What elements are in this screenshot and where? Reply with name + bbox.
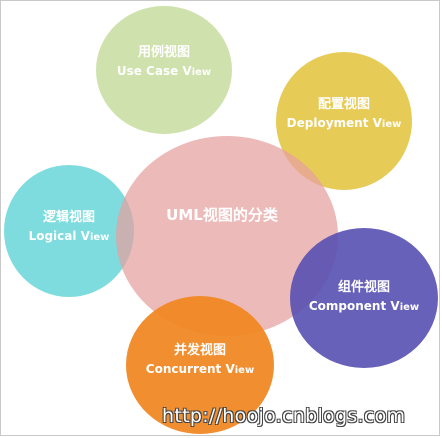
node-use-case-zh: 用例视图 [137,45,190,60]
node-component-en: Component View [308,299,420,313]
node-deployment-zh: 配置视图 [317,97,370,112]
center-title: UML视图的分类 [166,206,278,224]
node-concurrent-en: Concurrent View [145,362,255,376]
node-use-case-en: Use Case View [116,64,212,78]
watermark-text: http://hoojo.cnblogs.com [162,405,406,427]
node-logical-en: Logical View [28,229,110,243]
node-logical-zh: 逻辑视图 [42,210,95,225]
node-component-zh: 组件视图 [337,280,390,295]
node-component-view: 组件视图 Component View [290,228,438,368]
node-concurrent-zh: 并发视图 [173,343,226,358]
node-concurrent-view: 并发视图 Concurrent View [126,296,274,434]
node-use-case-view: 用例视图 Use Case View [96,6,232,134]
node-logical-view: 逻辑视图 Logical View [4,165,134,297]
node-deployment-en: Deployment View [286,116,402,130]
